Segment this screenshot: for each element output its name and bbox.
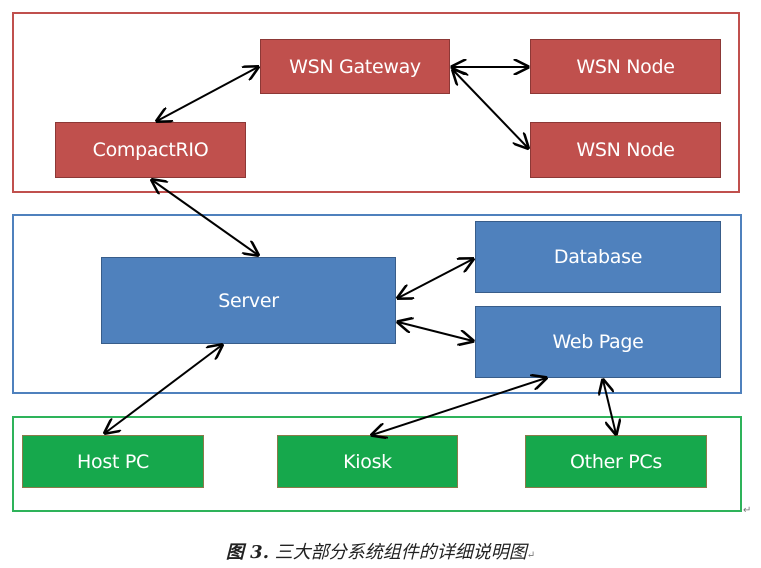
arrow-webpage-otherpcs [603,380,616,434]
arrow-server-hostpc [105,345,222,433]
node-compactrio: CompactRIO [55,122,246,178]
node-label: WSN Gateway [289,55,421,78]
arrow-server-webpage [398,322,473,341]
node-label: Database [553,246,643,268]
figure-caption: 图 3. 三大部分系统组件的详细说明图↵ [0,538,761,564]
node-host-pc: Host PC [22,435,204,488]
node-label: Host PC [77,450,149,473]
caption-text: 三大部分系统组件的详细说明图 [268,542,527,563]
caption-paragraph-mark: ↵ [526,550,536,561]
node-label: WSN Node [576,139,675,161]
arrow-compactrio-server [152,180,258,255]
node-label: Web Page [552,331,644,353]
node-web-page: Web Page [475,306,721,378]
arrow-webpage-kiosk [372,378,546,435]
node-kiosk: Kiosk [277,435,458,488]
node-server: Server [101,257,396,344]
figure-label: 图 3. [225,542,269,563]
node-label: CompactRIO [92,139,209,161]
node-wsn-node-1: WSN Node [530,39,721,94]
node-label: Kiosk [343,450,392,473]
paragraph-mark: ↵ [743,505,752,516]
node-label: Server [218,289,279,312]
node-wsn-gateway: WSN Gateway [260,39,450,94]
node-label: WSN Node [576,55,675,78]
node-database: Database [475,221,721,293]
arrow-compactrio-gateway [157,67,258,121]
node-label: Other PCs [570,450,662,473]
arrow-gateway-node2 [453,70,528,148]
node-wsn-node-2: WSN Node [530,122,721,178]
arrow-server-database [398,259,473,298]
